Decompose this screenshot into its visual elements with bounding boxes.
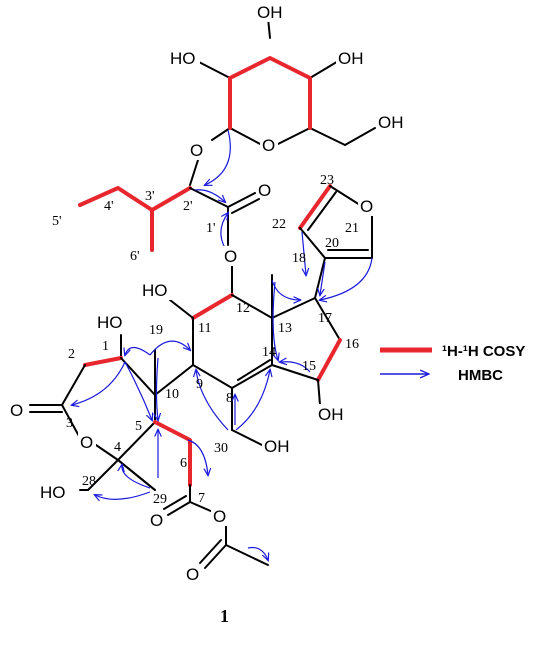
num-21: 21 [345,221,359,236]
num-10: 10 [165,387,179,402]
num-6p: 6' [130,249,140,264]
hmbc-arrows [72,129,373,560]
position-numbers: 5' 4' 3' 2' 1' 6' 23 22 20 21 18 17 16 1… [52,173,359,507]
oh-30: OH [264,437,290,456]
num-16: 16 [345,337,359,352]
num-9: 9 [196,377,203,392]
num-1p: 1' [206,221,216,236]
num-5p: 5' [52,214,62,229]
atom-labels: OH HO OH OH O O O O O HO HO O O OH OH HO… [10,2,408,584]
glycoside-bonds [189,159,199,186]
num-18: 18 [292,251,306,266]
num-3p: 3' [145,189,155,204]
oh-sugar-ch2: OH [378,113,404,132]
num-20: 20 [325,236,339,251]
num-5: 5 [135,419,142,434]
num-23: 23 [320,173,334,188]
compound-number: 1 [220,606,229,626]
num-11: 11 [198,321,211,336]
ho-28: HO [40,483,66,502]
num-15: 15 [302,359,316,374]
num-30: 30 [214,441,228,456]
o-furan: O [360,197,373,216]
side-chain [78,186,260,252]
num-3: 3 [66,416,73,431]
o-ester-12: O [224,247,237,266]
num-14: 14 [262,345,276,360]
oh-sugar-top: OH [257,3,283,22]
num-4p: 4' [104,199,114,214]
legend: ¹H-¹H COSY HMBC [380,343,525,384]
o-carbonyl-7: O [150,511,163,530]
o-lactone-ring: O [80,433,93,452]
num-2p: 2' [183,199,193,214]
num-17: 17 [318,311,332,326]
num-22: 22 [272,217,286,232]
acetate-group [163,484,269,569]
sugar-cosy-path [228,56,312,130]
furan-ring [298,184,373,299]
num-8: 8 [226,391,233,406]
ho-11: HO [142,281,168,300]
oh-sugar-right: OH [338,49,364,68]
num-29: 29 [153,492,167,507]
o-ring: O [262,136,275,155]
ho-1: HO [97,313,123,332]
num-28: 28 [82,474,96,489]
legend-hmbc-label: HMBC [458,367,503,384]
o-lactone-carbonyl: O [10,401,23,420]
o-ester-7: O [213,507,226,526]
num-12: 12 [236,301,250,316]
num-6: 6 [180,456,187,471]
o-carbonyl-1p: O [258,181,271,200]
num-4: 4 [114,440,121,455]
sugar-ring [194,17,376,146]
num-13: 13 [278,321,292,336]
ho-sugar-left: HO [170,49,196,68]
core-rings [169,264,342,446]
oh-15: OH [318,405,344,424]
num-1: 1 [102,339,109,354]
num-19: 19 [149,323,163,338]
num-7: 7 [198,491,205,506]
a-ring [29,334,194,491]
o-glycosidic: O [190,141,203,160]
o-acetyl: O [186,565,199,584]
num-2: 2 [68,347,75,362]
legend-cosy-label: ¹H-¹H COSY [442,343,525,360]
